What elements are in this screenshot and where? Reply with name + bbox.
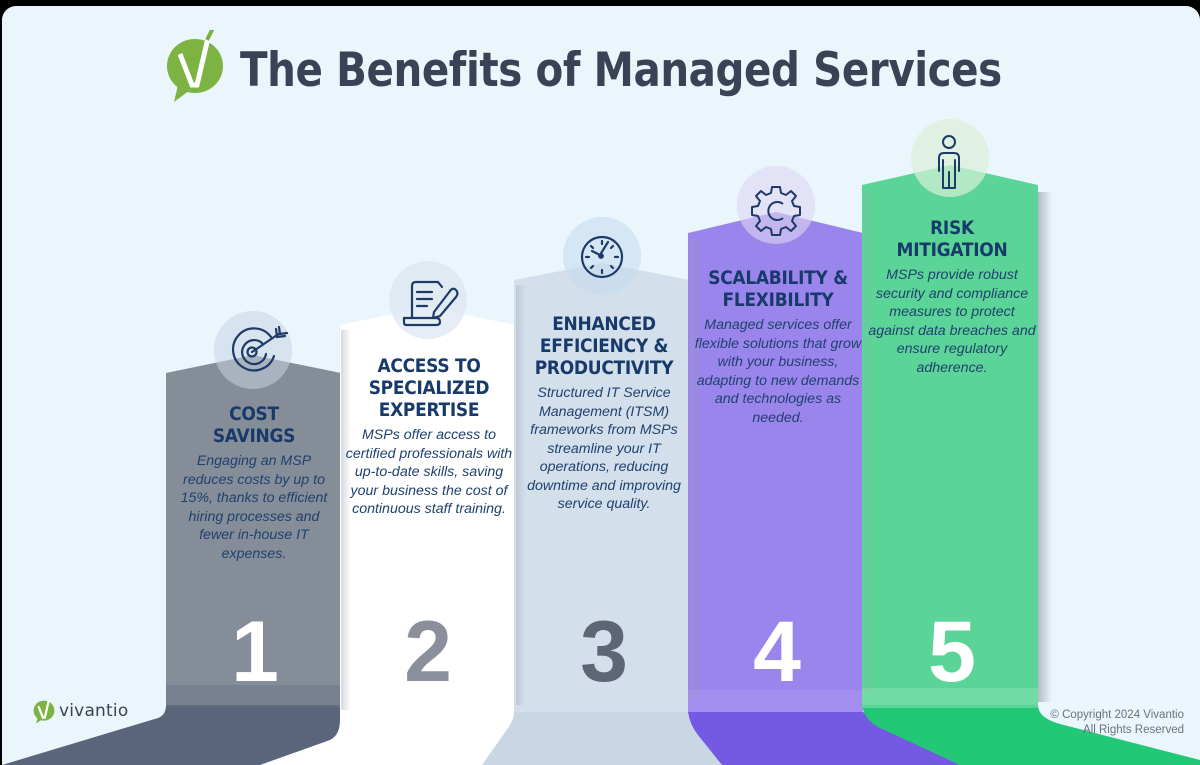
vivantio-check-bubble-icon	[167, 30, 223, 102]
page-title: The Benefits of Managed Services	[240, 42, 1002, 98]
benefit-number-4: 4	[753, 604, 801, 700]
benefit-heading: SCALABILITY & FLEXIBILITY	[708, 268, 848, 311]
benefit-number-2: 2	[404, 604, 452, 700]
benefit-description: Structured IT Service Management (ITSM) …	[527, 385, 681, 512]
column-1-floor	[2, 705, 340, 765]
benefit-heading: RISK MITIGATION	[896, 218, 1008, 261]
benefit-description: MSPs offer access to certified professio…	[345, 427, 513, 517]
benefit-description: Engaging an MSP reduces costs by up to 1…	[180, 453, 328, 562]
column-2-body	[260, 307, 515, 765]
person-icon	[938, 135, 960, 189]
column-3-floor	[482, 712, 725, 765]
benefit-card-5: RISK MITIGATION MSPs provide robust secu…	[864, 218, 1040, 377]
copyright-notice: © Copyright 2024 Vivantio All Rights Res…	[1050, 709, 1184, 736]
benefit-heading: ENHANCED EFFICIENCY & PRODUCTIVITY	[534, 314, 674, 379]
benefit-number-3: 3	[580, 604, 628, 700]
infographic-canvas: The Benefits of Managed Services COST SA…	[2, 6, 1200, 765]
column-3-body	[514, 263, 690, 712]
icon-halo-4	[737, 166, 815, 244]
benefit-description: MSPs provide robust security and complia…	[868, 267, 1036, 376]
columns-graphic	[2, 119, 1200, 765]
document-pen-icon	[402, 280, 459, 327]
column-4-floor	[688, 712, 960, 765]
benefit-description: Managed services offer flexible solution…	[694, 317, 862, 426]
benefit-card-3: ENHANCED EFFICIENCY & PRODUCTIVITY Struc…	[516, 314, 692, 514]
brand-name: vivantio	[59, 701, 129, 721]
vivantio-check-bubble-icon	[33, 699, 55, 724]
benefit-number-1: 1	[231, 604, 279, 700]
column-5-body	[862, 165, 1038, 705]
benefit-heading: ACCESS TO SPECIALIZED EXPERTISE	[368, 356, 490, 421]
gear-icon	[751, 186, 801, 236]
column-1-body	[166, 355, 341, 705]
brand-logo: vivantio	[32, 698, 128, 724]
clock-icon	[580, 235, 624, 279]
icon-halo-5	[911, 119, 989, 197]
benefit-card-4: SCALABILITY & FLEXIBILITY Managed servic…	[690, 268, 866, 427]
target-arrow-icon	[231, 325, 289, 372]
benefit-heading: COST SAVINGS	[212, 404, 296, 447]
benefit-card-2: ACCESS TO SPECIALIZED EXPERTISE MSPs off…	[341, 356, 517, 519]
header: The Benefits of Managed Services	[164, 30, 1126, 110]
benefit-number-5: 5	[928, 604, 976, 700]
benefit-card-1: COST SAVINGS Engaging an MSP reduces cos…	[166, 404, 342, 563]
column-5-floor	[862, 705, 1200, 765]
column-4-body	[688, 212, 863, 712]
